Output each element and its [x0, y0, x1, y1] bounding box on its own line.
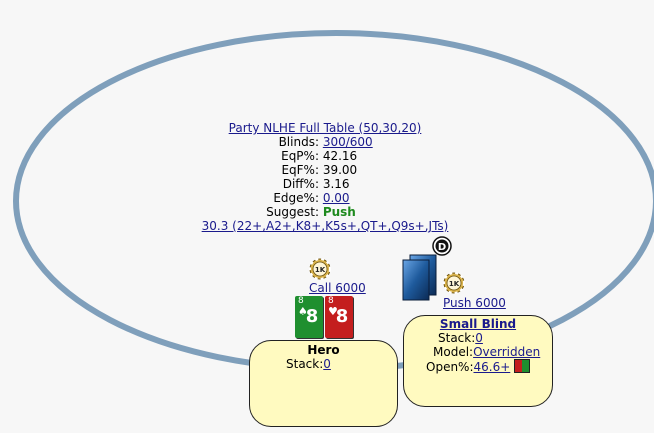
edge-value-link[interactable]: 0.00: [322, 191, 350, 205]
small-blind-seat[interactable]: Small Blind Stack:0 Model:Overridden Ope…: [403, 315, 553, 407]
info-row-eqf: EqF%: 39.00: [160, 163, 490, 177]
villain-open-label: Open%:: [426, 360, 474, 374]
hero-action-link[interactable]: Call 6000: [309, 281, 366, 295]
suggest-value: Push: [322, 205, 356, 219]
open-percent-bar: [514, 359, 531, 373]
villain-stack-line: Stack:0: [404, 331, 552, 345]
table-title-link[interactable]: Party NLHE Full Table (50,30,20): [228, 121, 422, 135]
info-row-suggest: Suggest: Push: [160, 205, 490, 219]
push-range-link[interactable]: 30.3 (22+,A2+,K8+,K5s+,QT+,Q9s+,JTs): [201, 219, 449, 233]
hero-card-2: 8 ♥ 8: [325, 296, 353, 338]
edge-label: Edge%:: [273, 191, 319, 205]
heart-icon: ♥: [328, 305, 338, 318]
hero-chip-icon: 1K: [309, 258, 331, 280]
hero-chip-label: 1K: [315, 266, 326, 274]
diff-value: 3.16: [322, 177, 350, 191]
blinds-label: Blinds:: [278, 135, 319, 149]
hero-card-2-rank-small: 8: [328, 296, 334, 306]
hero-stack-label: Stack:: [286, 357, 324, 371]
villain-model-line: Model:Overridden: [404, 345, 552, 359]
eqp-label: EqP%:: [281, 149, 319, 163]
hero-name: Hero: [307, 343, 340, 357]
eqf-label: EqF%:: [281, 163, 319, 177]
hero-stack-link[interactable]: 0: [323, 357, 331, 371]
villain-stack-label: Stack:: [438, 331, 476, 345]
info-row-edge: Edge%: 0.00: [160, 191, 490, 205]
villain-stack-link[interactable]: 0: [475, 331, 483, 345]
dealer-button-icon: D: [432, 236, 452, 256]
info-row-eqp: EqP%: 42.16: [160, 149, 490, 163]
info-row-blinds: Blinds: 300/600: [160, 135, 490, 149]
villain-open-line: Open%:46.6+: [404, 359, 552, 374]
hero-card-1-rank: 8: [305, 306, 319, 327]
hero-card-2-rank: 8: [335, 306, 349, 327]
small-blind-name-link[interactable]: Small Blind: [439, 317, 517, 331]
blinds-value-link[interactable]: 300/600: [322, 135, 373, 149]
villain-action-link[interactable]: Push 6000: [443, 296, 506, 310]
open-percent-bar-fill: [515, 360, 522, 372]
hero-seat[interactable]: Hero Stack:0: [249, 340, 398, 427]
hero-card-1-rank-small: 8: [298, 296, 304, 306]
hand-info-panel: Party NLHE Full Table (50,30,20) Blinds:…: [160, 121, 490, 233]
villain-chip-label: 1K: [449, 280, 460, 288]
hero-stack-line: Stack:0: [250, 357, 397, 371]
villain-chip-icon: 1K: [443, 272, 465, 294]
dealer-label: D: [438, 242, 446, 253]
suggest-label: Suggest:: [266, 205, 319, 219]
villain-open-link[interactable]: 46.6+: [473, 360, 511, 374]
eqp-value: 42.16: [322, 149, 358, 163]
villain-model-link[interactable]: Overridden: [473, 345, 541, 359]
hero-card-1: 8 ♠ 8: [295, 296, 323, 338]
info-row-diff: Diff%: 3.16: [160, 177, 490, 191]
eqf-value: 39.00: [322, 163, 358, 177]
diff-label: Diff%:: [282, 177, 319, 191]
villain-model-label: Model:: [433, 345, 474, 359]
spade-icon: ♠: [298, 305, 308, 318]
villain-facedown-cards-icon: [402, 254, 437, 301]
